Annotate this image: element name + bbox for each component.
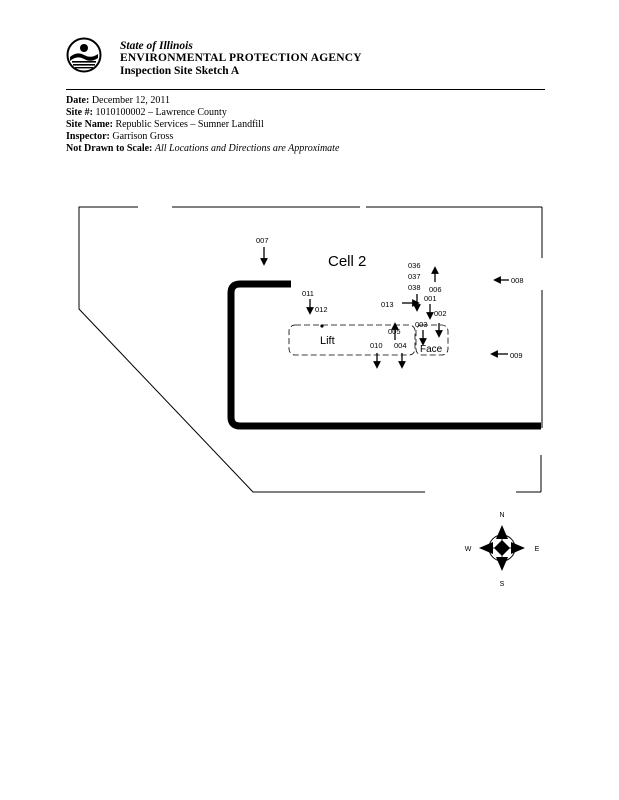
photo-point-label: 006 — [429, 285, 442, 294]
photo-point-label: 001 — [424, 294, 437, 303]
site-number-value: 1010100002 – Lawrence County — [95, 107, 227, 118]
photo-point-label: 010 — [370, 341, 383, 350]
cell-2-berm — [227, 280, 541, 430]
photo-point-label: 005 — [388, 327, 401, 336]
inspector-value: Garrison Gross — [112, 131, 174, 142]
photo-point-label: 011 — [302, 289, 314, 298]
property-boundary — [78, 206, 543, 493]
date-value: December 12, 2011 — [91, 95, 171, 106]
photo-point-label: 004 — [394, 341, 407, 350]
compass-south-label: S — [500, 581, 505, 588]
date-label: Date: — [66, 95, 90, 106]
agency-heading: ENVIRONMENTAL PROTECTION AGENCY — [120, 52, 362, 64]
inspector-label: Inspector: — [66, 131, 110, 142]
header-divider — [66, 89, 545, 90]
cell-label: Cell 2 — [328, 253, 366, 270]
scale-note-label: Not Drawn to Scale: — [66, 143, 153, 154]
compass-east-label: E — [535, 546, 540, 553]
photo-point-label: 008 — [511, 276, 524, 285]
site-name-value: Republic Services – Sumner Landfill — [115, 119, 264, 130]
compass-rose — [479, 525, 525, 571]
lift-outline — [288, 324, 416, 356]
site-name-line: Site Name: Republic Services – Sumner La… — [66, 119, 264, 130]
scale-note-line: Not Drawn to Scale: All Locations and Di… — [66, 143, 339, 154]
photo-point-label: 009 — [510, 351, 523, 360]
photo-point-label: 007 — [256, 236, 269, 245]
photo-point-label: 036 — [408, 261, 421, 270]
compass-north-label: N — [499, 512, 504, 519]
site-number-line: Site #: 1010100002 – Lawrence County — [66, 107, 227, 118]
site-number-label: Site #: — [66, 107, 93, 118]
photo-point-marker — [320, 324, 324, 328]
photo-point-label: 012 — [315, 305, 328, 314]
agency-seal-logo — [66, 37, 102, 78]
document-title: Inspection Site Sketch A — [120, 65, 240, 77]
state-heading: State of Illinois — [120, 40, 193, 52]
photo-point-label: 002 — [434, 309, 447, 318]
site-name-label: Site Name: — [66, 119, 113, 130]
photo-point-label: 038 — [408, 283, 421, 292]
photo-point-label: 003 — [415, 320, 428, 329]
face-outline — [415, 324, 449, 356]
photo-point-label: 013 — [381, 300, 394, 309]
date-line: Date: December 12, 2011 — [66, 95, 170, 106]
corner-mark: A0A0 — [521, 424, 538, 431]
face-label: Face — [420, 344, 443, 355]
lift-label: Lift — [320, 335, 335, 347]
compass-west-label: W — [465, 546, 472, 553]
scale-note-value: All Locations and Directions are Approxi… — [154, 143, 340, 154]
photo-point-label: 037 — [408, 272, 421, 281]
inspector-line: Inspector: Garrison Gross — [66, 131, 173, 142]
